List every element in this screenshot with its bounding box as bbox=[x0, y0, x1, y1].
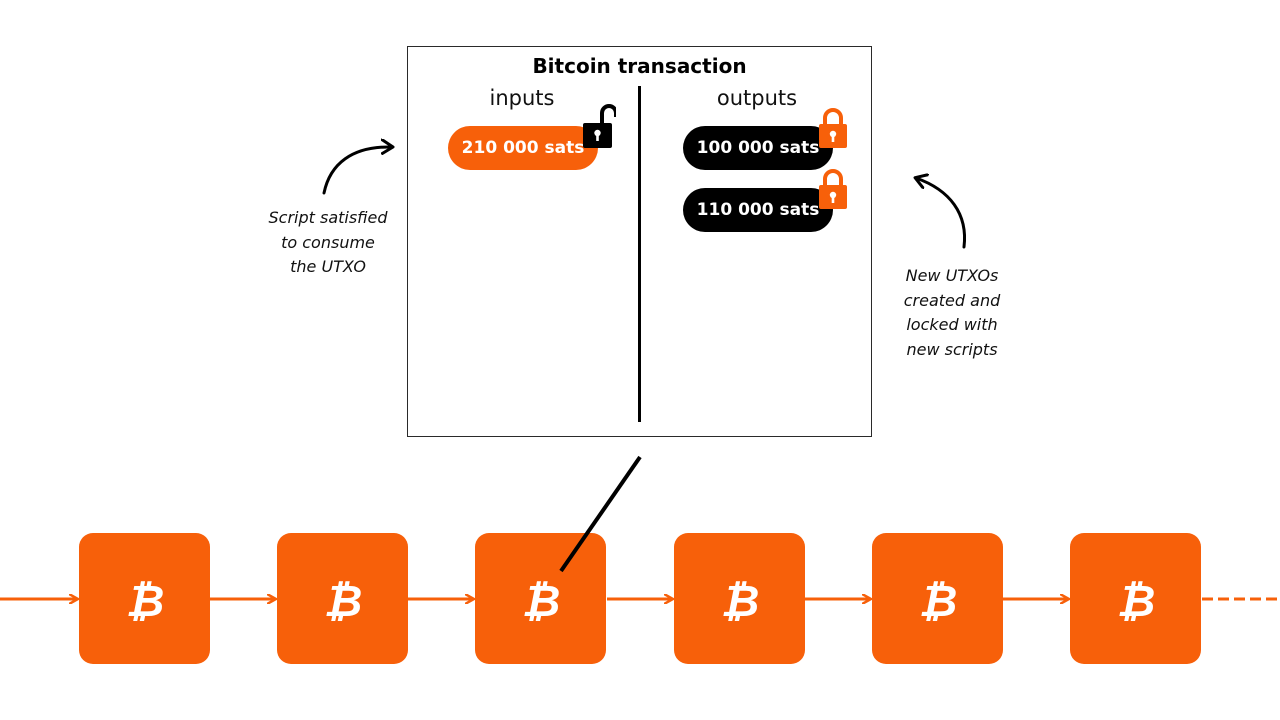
bitcoin-icon: ₿ bbox=[521, 576, 560, 626]
transaction-title: Bitcoin transaction bbox=[532, 54, 747, 78]
outputs-heading: outputs bbox=[716, 86, 798, 110]
block-3: ₿ bbox=[475, 533, 606, 664]
svg-text:₿: ₿ bbox=[1116, 576, 1155, 626]
block-5: ₿ bbox=[872, 533, 1003, 664]
locked-padlock-icon-2 bbox=[818, 167, 852, 215]
output-utxo-pill-1: 100 000 sats bbox=[683, 126, 833, 170]
bitcoin-icon: ₿ bbox=[918, 576, 957, 626]
inputs-outputs-divider bbox=[638, 86, 641, 422]
note-new-utxos: New UTXOs created and locked with new sc… bbox=[882, 264, 1022, 362]
block-6: ₿ bbox=[1070, 533, 1201, 664]
note-left-line-2: to consume bbox=[281, 232, 375, 252]
svg-text:₿: ₿ bbox=[323, 576, 362, 626]
note-left-line-1: Script satisfied bbox=[268, 208, 388, 227]
arrow-to-input bbox=[322, 147, 392, 195]
svg-text:₿: ₿ bbox=[918, 576, 957, 626]
locked-padlock-icon-1 bbox=[818, 106, 852, 154]
block-2: ₿ bbox=[277, 533, 408, 664]
inputs-heading: inputs bbox=[489, 86, 555, 110]
note-right-line-2: created and bbox=[903, 290, 1001, 310]
note-left-line-3: the UTXO bbox=[290, 257, 366, 276]
svg-text:₿: ₿ bbox=[125, 576, 164, 626]
output-utxo-amount-1: 100 000 sats bbox=[696, 138, 820, 158]
block-1: ₿ bbox=[79, 533, 210, 664]
note-script-satisfied: Script satisfied to consume the UTXO bbox=[248, 206, 408, 280]
arrow-to-outputs bbox=[916, 178, 967, 249]
unlocked-padlock-icon bbox=[582, 101, 618, 149]
bitcoin-icon: ₿ bbox=[323, 576, 362, 626]
note-right-line-1: New UTXOs bbox=[905, 266, 999, 285]
svg-text:₿: ₿ bbox=[521, 576, 560, 626]
bitcoin-icon: ₿ bbox=[1116, 576, 1155, 626]
note-right-line-3: locked with bbox=[906, 315, 998, 334]
bitcoin-icon: ₿ bbox=[125, 576, 164, 626]
svg-text:₿: ₿ bbox=[720, 576, 759, 626]
input-utxo-pill: 210 000 sats bbox=[448, 126, 598, 170]
input-utxo-amount: 210 000 sats bbox=[461, 138, 585, 158]
note-right-line-4: new scripts bbox=[906, 339, 998, 359]
block-4: ₿ bbox=[674, 533, 805, 664]
bitcoin-icon: ₿ bbox=[720, 576, 759, 626]
output-utxo-amount-2: 110 000 sats bbox=[696, 200, 820, 220]
output-utxo-pill-2: 110 000 sats bbox=[683, 188, 833, 232]
